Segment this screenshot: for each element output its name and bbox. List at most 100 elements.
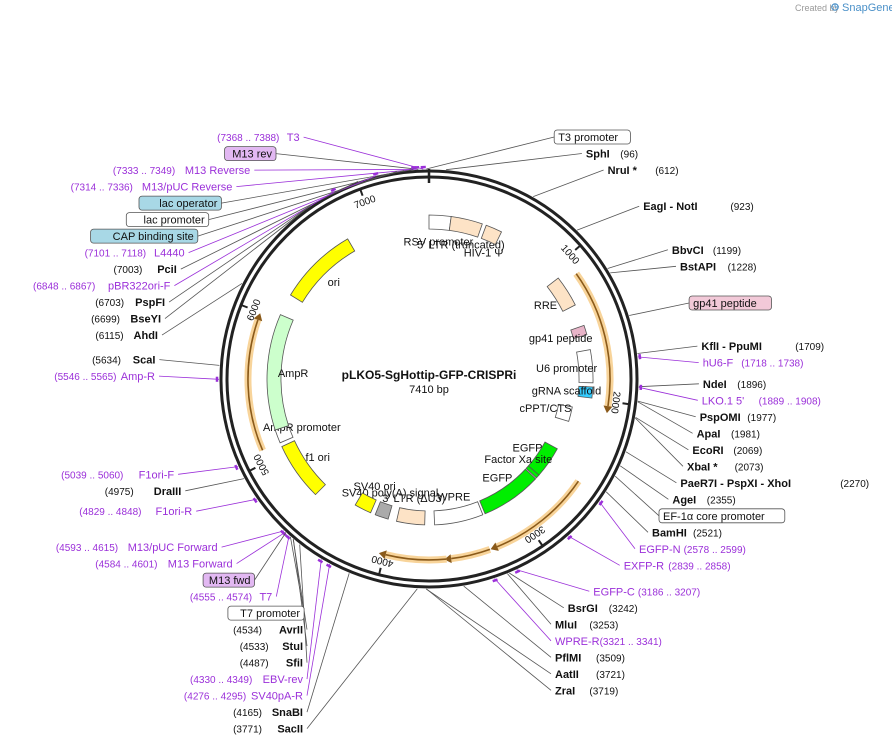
leader-line xyxy=(533,169,604,197)
site-position: (3242) xyxy=(609,604,638,615)
leader-line xyxy=(637,400,696,418)
primer-name: M13 Reverse xyxy=(185,165,250,177)
feature-box-rect xyxy=(688,295,772,311)
feature-factor-xa-site xyxy=(525,465,540,479)
primer-position: (4829 .. 4848) xyxy=(79,507,141,518)
site-position: (4533) xyxy=(240,642,269,653)
leader-line xyxy=(254,168,417,171)
site-position: (2073) xyxy=(735,462,764,473)
feature-box-rect xyxy=(658,508,786,524)
leader-line xyxy=(299,544,308,663)
site-name: AatII xyxy=(555,669,579,681)
primer-label-pbr322ori-f: (6848 .. 6867)pBR322ori-F xyxy=(33,281,171,293)
leader-line xyxy=(306,563,331,696)
primer-position: (5039 .. 5060) xyxy=(61,470,123,481)
feature-box-rect xyxy=(125,212,210,228)
site-position: (2069) xyxy=(733,446,762,457)
site-name: MluI xyxy=(555,619,577,631)
feature-label-grna-scaffold: gRNA scaffold xyxy=(532,385,602,397)
site-label-bseyi: (6699)BseYI xyxy=(91,314,161,326)
leader-line xyxy=(516,569,590,592)
feature-box-text: T3 promoter xyxy=(558,132,618,144)
primer-name: Amp-R xyxy=(121,371,155,383)
feature-label-hiv-1: HIV-1 Ψ xyxy=(464,247,504,259)
primer-position: (1718 .. 1738) xyxy=(741,359,803,370)
primer-position: (3186 .. 3207) xyxy=(638,587,700,598)
site-position: (1977) xyxy=(747,413,776,424)
site-name: PspFI xyxy=(135,297,165,309)
feature-box-gp41-peptide: gp41 peptide xyxy=(688,295,772,311)
primer-position: (4330 .. 4349) xyxy=(190,675,252,686)
leader-line xyxy=(425,588,552,675)
watermark-brand: SnapGene xyxy=(842,2,892,14)
site-name: PaeR7I - PspXI - XhoI xyxy=(680,478,791,490)
feature-box-ef-1-core-promoter: EF-1α core promoter xyxy=(658,508,786,524)
primer-mark xyxy=(252,497,258,504)
leader-line xyxy=(168,205,311,303)
primer-position: (4593 .. 4615) xyxy=(56,543,118,554)
leader-line xyxy=(306,573,350,713)
primer-mark xyxy=(598,500,604,506)
feature-box-text: lac promoter xyxy=(144,215,205,227)
leader-line xyxy=(637,401,693,434)
primer-position: (5546 .. 5565) xyxy=(54,372,116,383)
leader-line xyxy=(635,416,689,451)
site-label-bamhi: (2521)BamHI xyxy=(652,527,722,539)
site-position: (6703) xyxy=(95,298,124,309)
leader-line xyxy=(494,578,552,642)
primer-label-amp-r: (5546 .. 5565) Amp-R xyxy=(54,371,155,383)
feature-ampr xyxy=(266,314,294,431)
feature-u6-promoter xyxy=(576,349,594,384)
leader-line xyxy=(197,171,398,237)
primer-mark xyxy=(317,558,324,564)
orf-line xyxy=(575,273,611,407)
primer-mark xyxy=(492,578,498,583)
leader-line xyxy=(159,359,220,366)
orf-line xyxy=(385,553,447,561)
feature-f1-ori xyxy=(281,440,326,496)
leader-line xyxy=(614,475,660,517)
site-label-scai: (5634)ScaI xyxy=(92,355,155,367)
site-label-bsrgi: (3242)BsrGI xyxy=(568,603,638,615)
watermark-created-by: Created by xyxy=(795,3,840,13)
leader-line xyxy=(610,265,677,274)
tick-mark xyxy=(240,304,248,309)
feature-box-text: gp41 peptide xyxy=(693,298,757,310)
site-label-avrii: (4534)AvrII xyxy=(233,625,303,637)
feature-box-cap-binding-site: CAP binding site xyxy=(90,228,199,244)
feature-label-ampr: AmpR xyxy=(278,368,309,380)
site-label-bbvci: (1199)BbvCI xyxy=(672,245,741,257)
site-label-mlui: (3253)MluI xyxy=(555,619,618,631)
primer-name: F1ori-R xyxy=(156,506,193,518)
site-name: PspOMI xyxy=(700,412,741,424)
primer-mark xyxy=(325,563,332,569)
primer-mark xyxy=(372,171,379,176)
site-label-sphi: (96)SphI xyxy=(586,149,638,161)
site-label-ndei: (1896)NdeI xyxy=(703,379,766,391)
feature-sv40-ori xyxy=(354,492,377,514)
feature-label-cppt-cts: cPPT/CTS xyxy=(520,403,572,415)
leader-line xyxy=(306,588,418,729)
site-label-pflmi: (3509)PflMI xyxy=(555,652,625,664)
primer-position: (3321 .. 3341) xyxy=(600,637,662,648)
tick-mark xyxy=(574,244,582,251)
primer-position: (4584 .. 4601) xyxy=(95,560,157,571)
leader-line xyxy=(426,136,555,170)
site-label-aatii: (3721)AatII xyxy=(555,669,625,681)
primer-label-egfp-n: (2578 .. 2599)EGFP-N xyxy=(639,544,746,556)
orf-line xyxy=(247,319,264,451)
leader-line xyxy=(629,302,690,316)
primer-label-m13-reverse: (7333 .. 7349)M13 Reverse xyxy=(113,165,250,177)
leader-line xyxy=(164,205,311,319)
leader-line xyxy=(161,283,243,336)
tick-mark xyxy=(359,188,364,197)
site-name: NruI * xyxy=(608,165,638,177)
tick-mark xyxy=(622,402,630,406)
feature-box-text: CAP binding site xyxy=(113,231,194,243)
leader-line xyxy=(196,498,257,512)
site-position: (1199) xyxy=(713,246,741,257)
feature-box-t7-promoter: T7 promoter xyxy=(227,605,305,621)
leader-line xyxy=(625,451,677,484)
feature-box-text: EF-1α core promoter xyxy=(663,511,765,523)
primer-position: (1889 .. 1908) xyxy=(759,396,821,407)
